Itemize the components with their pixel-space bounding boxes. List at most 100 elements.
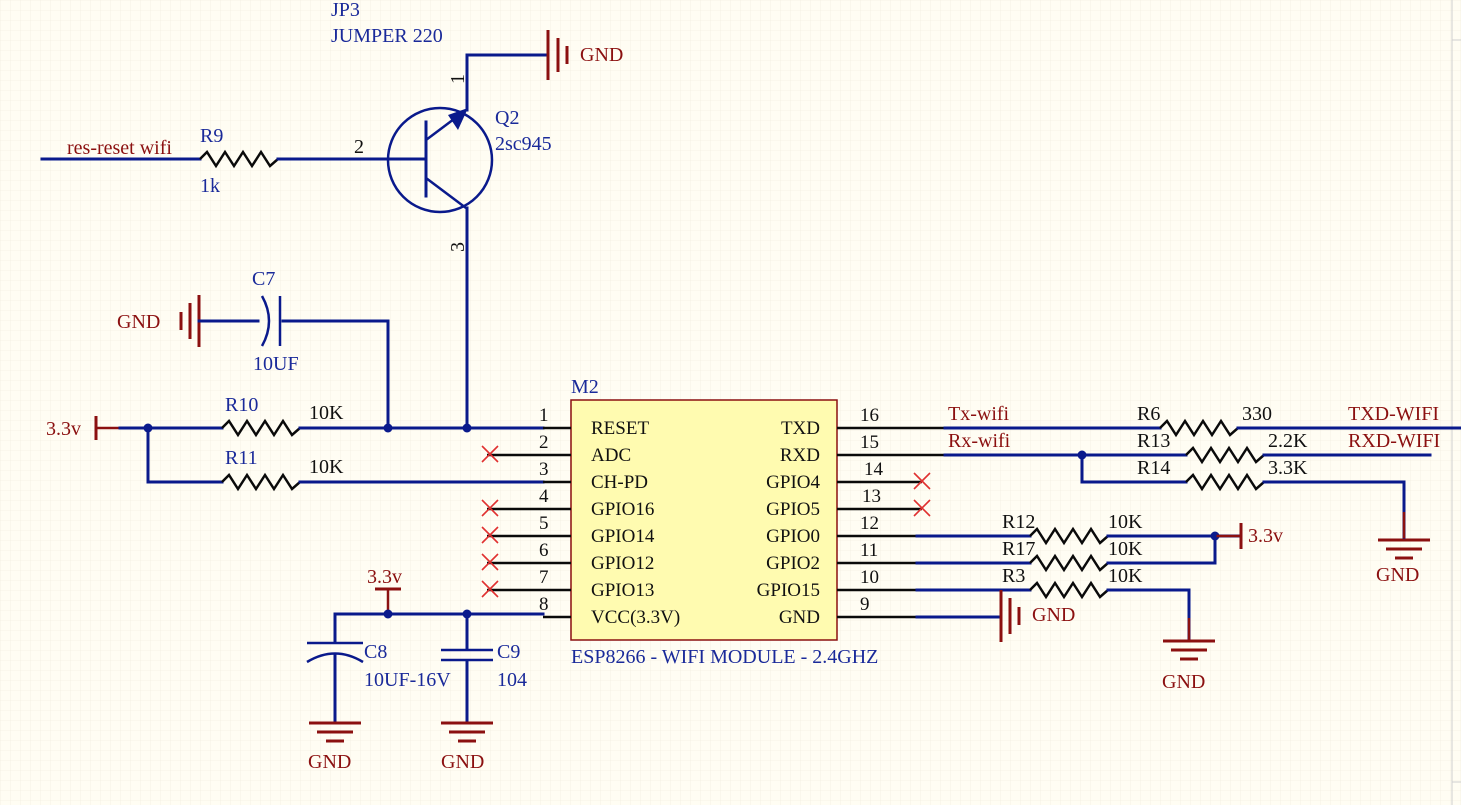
gnd-symbol-c9 [441, 721, 493, 743]
net-label-tx-wifi: Tx-wifi [948, 403, 1010, 425]
gnd-symbol-r3 [1163, 618, 1215, 661]
pin-num-right-14: 14 [864, 459, 884, 480]
pin-num-right-16: 16 [860, 405, 879, 426]
r11-ref: R11 [225, 447, 258, 469]
module-right-pins [837, 426, 945, 619]
net-label-txd-wifi: TXD-WIFI [1348, 403, 1439, 425]
pin-name-gpio12: GPIO12 [591, 553, 654, 574]
module-left-pins [487, 426, 571, 619]
pin-name-adc: ADC [591, 445, 631, 466]
r14-ref: R14 [1137, 457, 1170, 479]
net-label-rxd-wifi: RXD-WIFI [1348, 430, 1440, 452]
r12-value: 10K [1108, 511, 1143, 533]
r17-ref: R17 [1002, 538, 1035, 560]
c7-value: 10UF [253, 353, 299, 375]
resistor-r9[interactable] [199, 149, 279, 169]
q2-ref: Q2 [495, 107, 519, 129]
gnd-label-r14: GND [1376, 564, 1419, 586]
pin-name-gpio14: GPIO14 [591, 526, 655, 547]
pin-name-gpio13: GPIO13 [591, 580, 654, 601]
junction-dot [462, 423, 472, 433]
c8-value: 10UF-16V [364, 669, 451, 691]
r6-value: 330 [1242, 403, 1272, 425]
gnd-symbol-pin9 [999, 590, 1021, 642]
pin-num-left-7: 7 [539, 567, 549, 588]
junction-dot [143, 423, 153, 433]
net-label-3v3-bottom: 3.3v [367, 566, 402, 588]
resistor-r6[interactable] [1159, 418, 1239, 438]
r13-value: 2.2K [1268, 430, 1308, 452]
resistor-r11[interactable] [221, 472, 301, 492]
pin-num-left-6: 6 [539, 540, 549, 561]
pin-num-right-11: 11 [860, 540, 878, 561]
wire-collector-jumper [465, 53, 547, 112]
r17-value: 10K [1108, 538, 1143, 560]
gnd-symbol-jumper [546, 30, 569, 80]
net-label-3v3-left: 3.3v [46, 418, 81, 440]
pin-name-gpio4: GPIO4 [766, 472, 820, 493]
pin-name-ch-pd: CH-PD [591, 472, 648, 493]
junction-dot [383, 609, 393, 619]
esp8266-module[interactable] [570, 399, 838, 641]
pin-num-left-3: 3 [539, 459, 549, 480]
c8-ref: C8 [364, 641, 387, 663]
r12-ref: R12 [1002, 511, 1035, 533]
resistor-r13[interactable] [1185, 445, 1265, 465]
r13-ref: R13 [1137, 430, 1170, 452]
gnd-label-c9: GND [441, 751, 484, 773]
pin-num-left-5: 5 [539, 513, 549, 534]
r3-value: 10K [1108, 565, 1143, 587]
r3-ref: R3 [1002, 565, 1025, 587]
net-label-3v3-right: 3.3v [1248, 525, 1283, 547]
pin-num-right-12: 12 [860, 513, 879, 534]
resistor-r3[interactable] [1029, 580, 1109, 600]
pin-name-gpio5: GPIO5 [766, 499, 820, 520]
q2-value: 2sc945 [495, 133, 552, 155]
pin-name-gnd: GND [779, 607, 820, 628]
pin-num-left-4: 4 [539, 486, 549, 507]
pin-name-vcc: VCC(3.3V) [591, 607, 680, 628]
pin-num-right-9: 9 [860, 594, 870, 615]
emitter-arrow-icon [448, 108, 468, 130]
r14-value: 3.3K [1268, 457, 1308, 479]
resistor-r14[interactable] [1185, 472, 1265, 492]
pin-num-left-8: 8 [539, 594, 549, 615]
q2-pin-emitter-num: 3 [447, 242, 469, 252]
no-connect-markers [481, 445, 931, 598]
c9-ref: C9 [497, 641, 520, 663]
pin-name-gpio0: GPIO0 [766, 526, 820, 547]
pin-num-right-13: 13 [862, 486, 881, 507]
pin-num-left-1: 1 [539, 405, 549, 426]
net-label-reset-wifi: res-reset wifi [67, 137, 172, 159]
r9-value: 1k [200, 175, 220, 197]
capacitor-c7[interactable] [260, 295, 282, 347]
gnd-symbol-c8 [309, 721, 361, 743]
pin-num-right-15: 15 [860, 432, 879, 453]
power-port-3v3-left [94, 416, 120, 440]
gnd-label-jumper: GND [580, 44, 623, 66]
net-label-rx-wifi: Rx-wifi [948, 430, 1011, 452]
q2-pin-collector-num: 1 [447, 74, 469, 84]
gnd-label-pin9: GND [1032, 604, 1075, 626]
pin-name-rxd: RXD [780, 445, 820, 466]
gnd-label-r3: GND [1162, 671, 1205, 693]
pin-name-gpio15: GPIO15 [757, 580, 820, 601]
c9-value: 104 [497, 669, 527, 691]
transistor-q2[interactable] [383, 106, 494, 214]
pin-name-txd: TXD [781, 418, 820, 439]
power-port-3v3-bottom [375, 587, 401, 612]
pin-num-left-2: 2 [539, 432, 549, 453]
module-ref: M2 [571, 376, 599, 398]
r11-value: 10K [309, 456, 344, 478]
resistor-r10[interactable] [221, 418, 301, 438]
c7-ref: C7 [252, 268, 275, 290]
r9-ref: R9 [200, 125, 223, 147]
jp3-value: JUMPER 220 [331, 25, 443, 47]
r10-ref: R10 [225, 394, 258, 416]
resistor-r17[interactable] [1029, 553, 1109, 573]
r6-ref: R6 [1137, 403, 1160, 425]
resistor-r12[interactable] [1029, 526, 1109, 546]
pin-name-gpio16: GPIO16 [591, 499, 654, 520]
q2-pin-base-num: 2 [354, 136, 364, 158]
junction-dot [383, 423, 393, 433]
